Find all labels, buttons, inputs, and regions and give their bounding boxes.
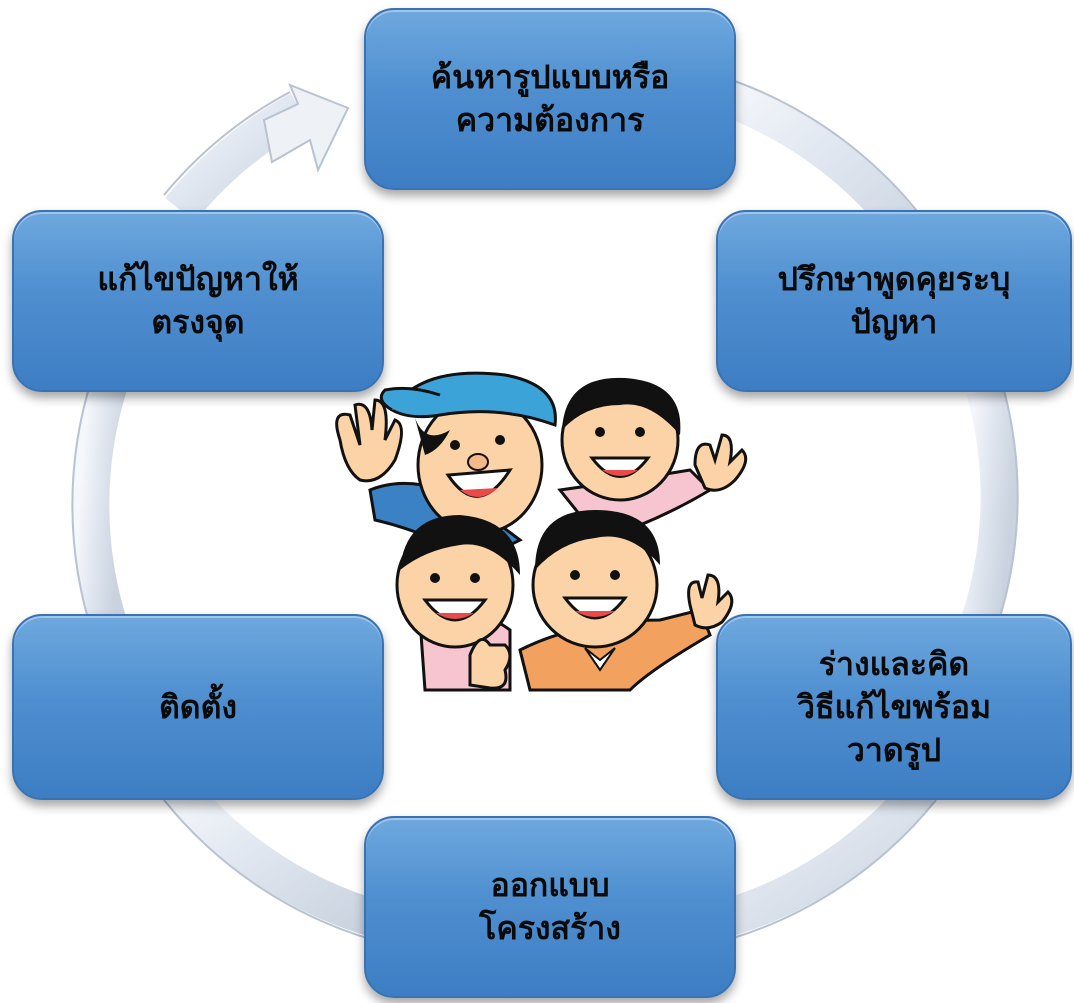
step-label-fix: แก้ไขปัญหาให้ ตรงจุด	[97, 260, 299, 341]
step-box-install: ติดตั้ง	[12, 614, 384, 800]
step-box-fix: แก้ไขปัญหาให้ ตรงจุด	[12, 210, 384, 392]
ring-segment-5	[71, 368, 131, 642]
ring-segment-4	[165, 777, 386, 939]
step-box-consult: ปรึกษาพูดคุยระบุ ปัญหา	[716, 210, 1072, 392]
step-box-design: ออกแบบ โครงสร้าง	[364, 816, 736, 998]
step-box-search: ค้นหารูปแบบหรือ ความต้องการ	[364, 8, 736, 190]
step-label-design: ออกแบบ โครงสร้าง	[479, 866, 621, 947]
step-label-install: ติดตั้ง	[159, 687, 237, 726]
kid-orange-shirt	[518, 510, 734, 692]
step-label-draft: ร่างและคิด วิธีแก้ไขพร้อม วาดรูป	[796, 644, 992, 769]
kid-pink-shirt	[557, 377, 748, 542]
step-label-search: ค้นหารูปแบบหรือ ความต้องการ	[430, 58, 670, 139]
step-label-consult: ปรึกษาพูดคุยระบุ ปัญหา	[777, 260, 1011, 341]
cartoon-kids-illustration	[335, 371, 748, 692]
ring-segment-2	[957, 384, 1019, 642]
ring-segment-3	[714, 777, 935, 939]
step-box-draft: ร่างและคิด วิธีแก้ไขพร้อม วาดรูป	[716, 614, 1072, 800]
cycle-arrowhead-icon	[262, 83, 350, 173]
kid-thumbs-up	[395, 515, 520, 692]
